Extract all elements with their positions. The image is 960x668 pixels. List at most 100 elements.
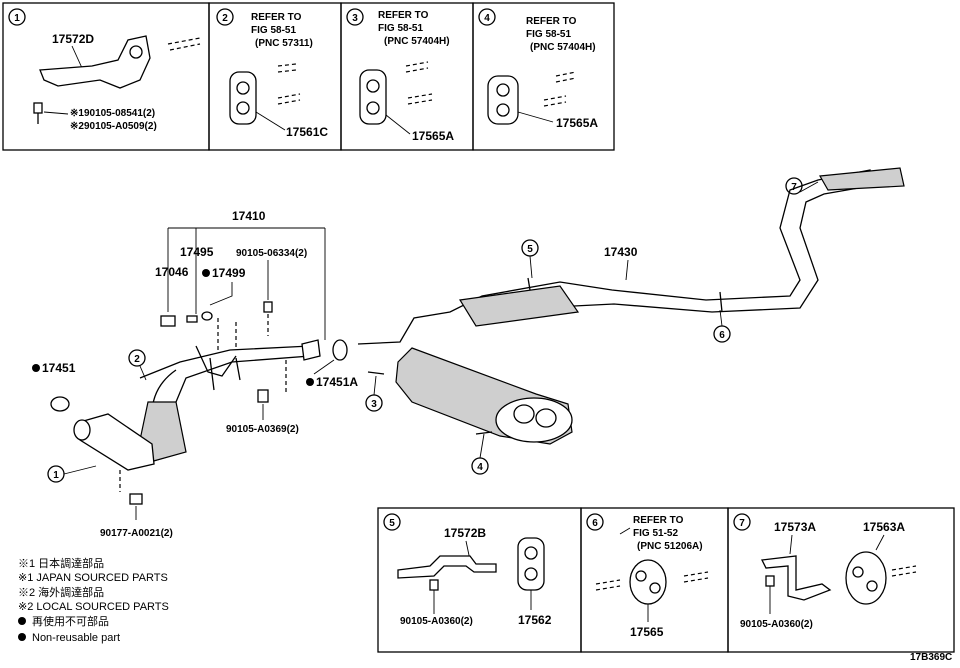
inset-7-part-a: 17573A (774, 520, 816, 534)
inset-3-number: 3 (352, 13, 358, 24)
bracket-17572b-shape (397, 555, 497, 579)
callout-7: 7 (785, 177, 819, 195)
non-reusable-marker-icon (202, 269, 210, 277)
callout-1: 1 (47, 465, 97, 483)
non-reusable-marker-icon (32, 364, 40, 372)
hanger-17565a-shape (487, 75, 519, 125)
bolt-icon (257, 389, 269, 403)
nut-icon (129, 493, 143, 505)
inset-6-part-label: 17565 (630, 625, 664, 639)
inset-6-refer-line-2: FIG 51-52 (633, 528, 678, 539)
inset-2-number: 2 (222, 13, 228, 24)
bracket-17572d-shape (39, 35, 151, 89)
inset-7-bolt: 90105-A0360(2) (740, 619, 813, 630)
inset-6-refer-line-1: REFER TO (633, 515, 684, 526)
sub-muffler-shape (459, 285, 580, 327)
bolt-icon (765, 575, 775, 587)
callout-4: 4 (471, 433, 489, 475)
tail-pipe-tip-shape (819, 167, 905, 191)
label-17046: 17046 (155, 265, 189, 279)
inset-6-number: 6 (592, 518, 598, 529)
legend-line-4: ※2 LOCAL SOURCED PARTS (18, 601, 169, 613)
legend-line-3: ※2 海外調達部品 (18, 585, 104, 599)
hanger-17565-shape (629, 559, 667, 605)
inset-1-number: 1 (14, 13, 20, 24)
inset-7-number: 7 (739, 518, 745, 529)
non-reusable-marker-icon (18, 617, 26, 625)
inset-5-number: 5 (389, 518, 395, 529)
inset-1-bolt-2: ※290105-A0509(2) (70, 121, 157, 132)
legend-line-2: ※1 JAPAN SOURCED PARTS (18, 572, 168, 584)
callout-2: 2 (128, 349, 147, 381)
svg-text:4: 4 (477, 462, 483, 473)
inset-4: 4 REFER TO FIG 58-51 (PNC 57404H) 17565A (472, 2, 615, 151)
inset-2-refer-line-2: FIG 58-51 (251, 25, 296, 36)
hanger-17563a-shape (845, 551, 887, 605)
inset-3-part-label: 17565A (412, 129, 454, 143)
inset-5-bolt: 90105-A0360(2) (400, 616, 473, 627)
bolt-icon (33, 102, 43, 114)
hanger-17565a-shape (359, 69, 387, 125)
inset-1-bolt-1: ※190105-08541(2) (70, 108, 155, 119)
legend-line-1: ※1 日本調達部品 (18, 556, 104, 570)
hanger-17562-shape (517, 537, 545, 591)
front-pipe-shape (139, 345, 311, 403)
inset-7-part-b: 17563A (863, 520, 905, 534)
label-90105-06334: 90105-06334(2) (236, 248, 307, 259)
bracket-17046-shape (160, 315, 176, 327)
inset-4-part-label: 17565A (556, 116, 598, 130)
inset-3: 3 REFER TO FIG 58-51 (PNC 57404H) 17565A (340, 2, 474, 151)
label-17451a: 17451A (316, 375, 358, 389)
inset-2-refer-line-1: REFER TO (251, 12, 302, 23)
figure-code: 17B369C (910, 652, 952, 663)
inset-5-part-a: 17572B (444, 526, 486, 540)
label-17499: 17499 (212, 266, 246, 280)
label-90177-a0021: 90177-A0021(2) (100, 528, 173, 539)
legend-line-6: Non-reusable part (32, 632, 120, 644)
legend-line-5: 再使用不可部品 (32, 614, 109, 628)
hanger-17561c-shape (229, 71, 257, 125)
main-assembly: 17410 17495 90105-06334(2) 17046 17499 1… (32, 167, 905, 539)
callout-5: 5 (521, 239, 539, 279)
svg-text:7: 7 (791, 182, 797, 193)
inset-7: 7 17573A 17563A 90105-A0360(2) (727, 507, 955, 653)
inset-2-part-label: 17561C (286, 125, 328, 139)
inset-6: 6 REFER TO FIG 51-52 (PNC 51206A) 17565 (580, 507, 729, 653)
inset-4-refer-line-2: FIG 58-51 (526, 29, 571, 40)
bolt-icon (429, 579, 439, 591)
svg-text:2: 2 (134, 354, 140, 365)
inset-5: 5 17572B 90105-A0360(2) 17562 (377, 507, 582, 653)
inset-4-refer-line-3: (PNC 57404H) (530, 42, 596, 53)
callout-3: 3 (365, 375, 383, 412)
inset-2: 2 REFER TO FIG 58-51 (PNC 57311) 17561C (208, 2, 342, 151)
inset-1-part-label: 17572D (52, 32, 94, 46)
svg-text:5: 5 (527, 244, 533, 255)
inset-4-number: 4 (484, 13, 490, 24)
inset-3-refer-line-1: REFER TO (378, 10, 429, 21)
inset-4-refer-line-1: REFER TO (526, 16, 577, 27)
svg-text:3: 3 (371, 399, 377, 410)
non-reusable-marker-icon (18, 633, 26, 641)
bolt-icon (263, 301, 273, 313)
svg-text:6: 6 (719, 330, 725, 341)
inset-2-refer-line-3: (PNC 57311) (255, 38, 313, 49)
callout-6: 6 (713, 309, 731, 343)
label-17451: 17451 (42, 361, 76, 375)
label-17495: 17495 (180, 245, 214, 259)
sensor-17495-shape (186, 315, 198, 323)
label-90105-a0369: 90105-A0369(2) (226, 424, 299, 435)
gasket-17451a-shape (332, 339, 348, 361)
inset-6-refer-line-3: (PNC 51206A) (637, 541, 703, 552)
gasket-17451-shape (50, 396, 70, 412)
non-reusable-marker-icon (306, 378, 314, 386)
inset-3-refer-line-2: FIG 58-51 (378, 23, 423, 34)
svg-text:1: 1 (53, 470, 59, 481)
legend: ※1 日本調達部品 ※1 JAPAN SOURCED PARTS ※2 海外調達… (18, 556, 169, 644)
bracket-17573a-shape (761, 555, 832, 601)
inset-3-refer-line-3: (PNC 57404H) (384, 36, 450, 47)
label-17430: 17430 (604, 245, 638, 259)
label-17410: 17410 (232, 209, 266, 223)
inset-1: 1 17572D ※190105-08541(2) ※290105-A0509(… (2, 2, 210, 151)
